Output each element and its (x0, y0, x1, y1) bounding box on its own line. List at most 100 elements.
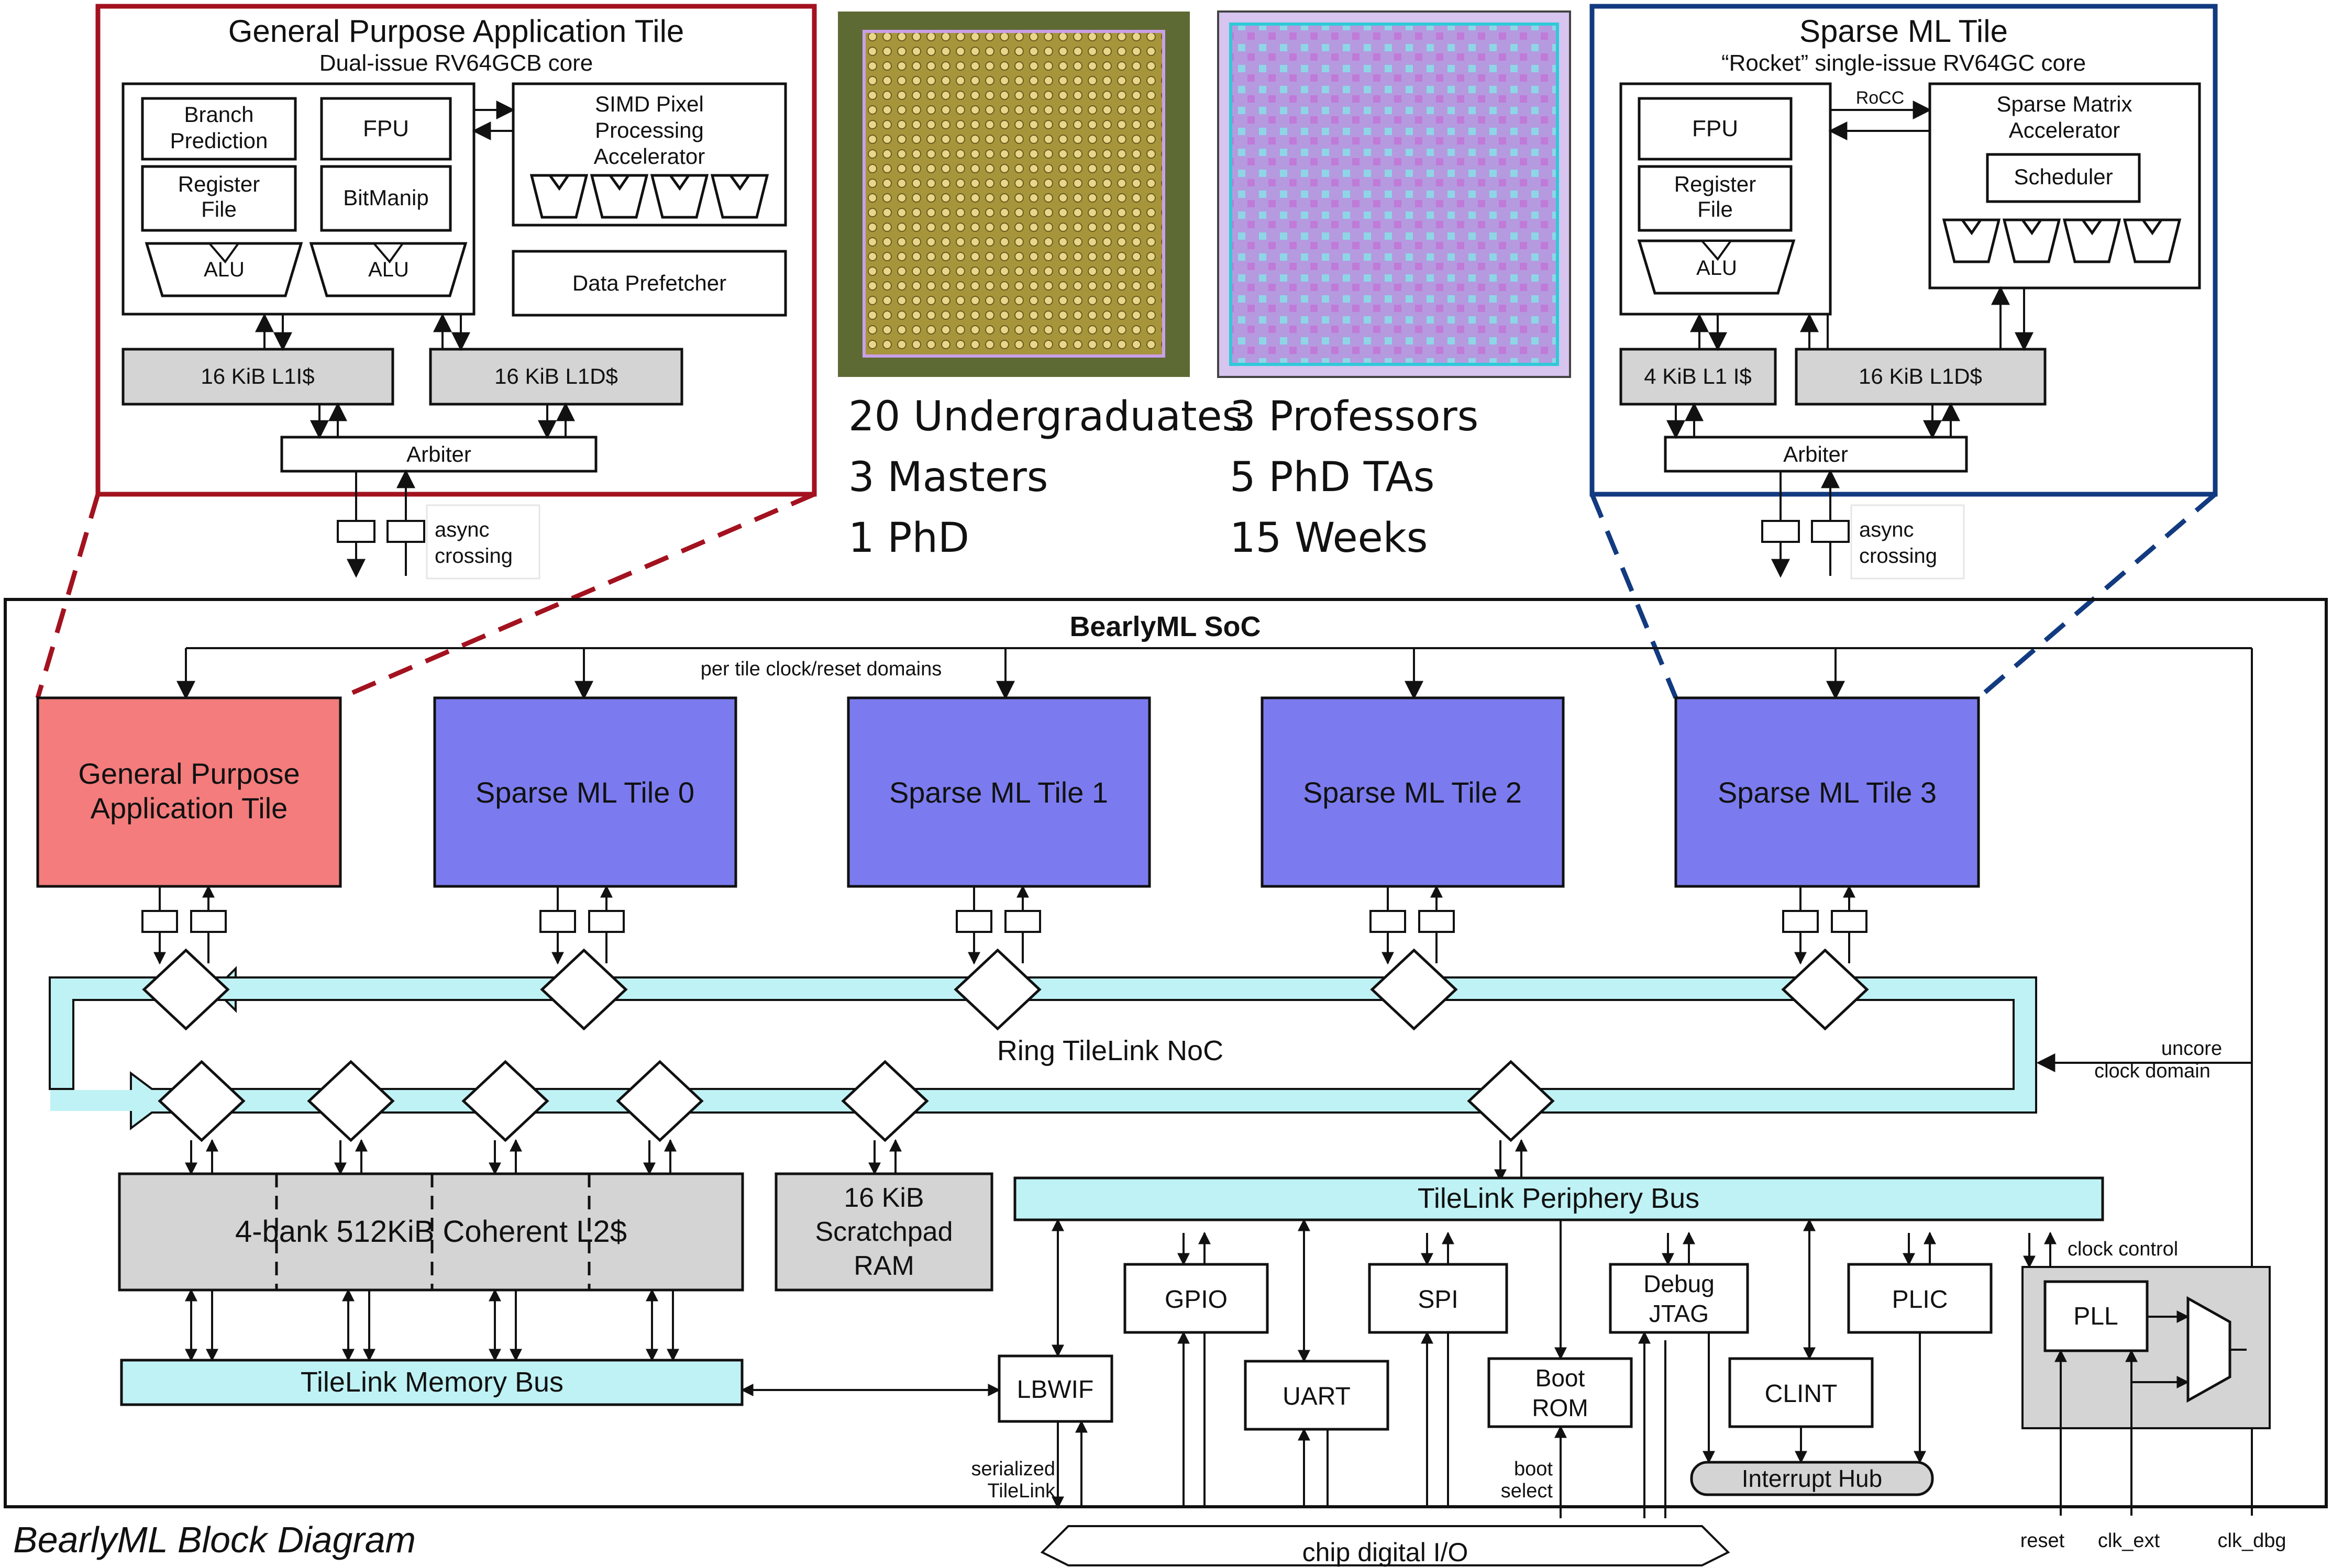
gp-regfile-label-0: Register (178, 172, 260, 196)
scratchpad-ram[interactable] (775, 1172, 993, 1292)
debug-jtag-block[interactable] (1609, 1263, 1749, 1334)
spi-label: SPI (1418, 1286, 1458, 1314)
clock-domain-label: per tile clock/reset domains (701, 658, 942, 680)
sparse-async-label-1: crossing (1859, 544, 1937, 568)
gp-application-tile[interactable] (36, 696, 342, 888)
chip-io-label: chip digital I/O (1302, 1538, 1468, 1567)
sparse-tile-2-label: Sparse ML Tile 2 (1303, 776, 1522, 809)
lbwif-block[interactable] (998, 1354, 1113, 1423)
sparse-fpu-label: FPU (1692, 116, 1738, 141)
sparse-accel-label-1: Accelerator (2009, 118, 2120, 142)
data-prefetcher-label: Data Prefetcher (572, 271, 726, 295)
gpio-label: GPIO (1165, 1286, 1228, 1314)
interrupt-hub-label: Interrupt Hub (1742, 1465, 1882, 1492)
pll-label: PLL (2073, 1303, 2118, 1330)
sparse-ml-tile-2[interactable] (1261, 696, 1565, 888)
sparse-ml-tile-3[interactable] (1674, 696, 1980, 888)
sparse-tile-1-label: Sparse ML Tile 1 (889, 776, 1108, 809)
figure-caption: BearlyML Block Diagram (13, 1519, 416, 1560)
branch-prediction-label-1: Prediction (170, 128, 268, 153)
sparse-tile-detail: Sparse ML Tile “Rocket” single-issue RV6… (1589, 4, 2218, 580)
sparse-alu-label: ALU (1696, 257, 1737, 280)
boot-rom-label-1: ROM (1532, 1394, 1588, 1421)
gp-tile-label-1: Application Tile (91, 792, 288, 825)
spi-block[interactable] (1368, 1263, 1508, 1334)
memory-bus-label: TileLink Memory Bus (301, 1366, 563, 1398)
noc-routers (142, 948, 1869, 1142)
stat-right-2: 15 Weeks (1230, 515, 1428, 562)
simd-label-1: Processing (595, 118, 704, 142)
sparse-detail-subtitle: “Rocket” single-issue RV64GC core (1721, 50, 2086, 76)
gp-tile-detail: General Purpose Application Tile Dual-is… (95, 4, 817, 580)
tilelink-memory-bus[interactable] (120, 1359, 744, 1406)
clock-mux (2186, 1296, 2231, 1403)
sparse-detail-frame (1589, 4, 2218, 497)
soc-frame (4, 598, 2328, 1508)
uncore-label-1: clock domain (2094, 1060, 2211, 1082)
die-photo-package (838, 12, 1190, 377)
plic-block[interactable] (1847, 1263, 1993, 1334)
boot-rom-label-0: Boot (1535, 1364, 1585, 1392)
gp-l1d-label: 16 KiB L1D$ (494, 364, 618, 388)
gpio-block[interactable] (1123, 1263, 1269, 1334)
sparse-l1i-label: 4 KiB L1 I$ (1644, 364, 1751, 388)
interrupt-hub[interactable] (1690, 1461, 1934, 1496)
stat-left-2: 1 PhD (848, 515, 969, 562)
clk-ext-label: clk_ext (2098, 1530, 2160, 1552)
sparse-l1d-label: 16 KiB L1D$ (1859, 364, 1982, 388)
gp-detail-subtitle: Dual-issue RV64GCB core (319, 50, 593, 76)
stat-left-0: 20 Undergraduates (848, 393, 1243, 440)
gp-detail-frame (95, 4, 817, 497)
boot-select-label-1: select (1501, 1480, 1553, 1502)
lbwif-label: LBWIF (1017, 1376, 1094, 1404)
scratchpad-label-1: Scratchpad (815, 1217, 953, 1247)
simd-label-2: Accelerator (594, 144, 705, 169)
plic-label: PLIC (1892, 1286, 1948, 1314)
sparse-tile-3-label: Sparse ML Tile 3 (1718, 776, 1937, 809)
gp-alu-label-0: ALU (204, 258, 245, 281)
sparse-detail-title: Sparse ML Tile (1799, 14, 2008, 49)
l2-label: 4-bank 512KiB Coherent L2$ (235, 1215, 627, 1249)
sparse-zoom-line-left (1589, 493, 1678, 699)
gp-l1i-label: 16 KiB L1I$ (201, 364, 314, 388)
scratchpad-label-2: RAM (854, 1251, 914, 1281)
bitmanip-label: BitManip (343, 185, 428, 210)
sparse-zoom-line-right (1977, 492, 2217, 700)
sparse-accel-label-0: Sparse Matrix (1996, 92, 2132, 116)
gp-tile-label-0: General Purpose (78, 757, 300, 790)
stat-left-1: 3 Masters (848, 454, 1048, 501)
scratchpad-label-0: 16 KiB (844, 1183, 924, 1213)
sparse-tile-0-label: Sparse ML Tile 0 (476, 776, 694, 809)
clint-label: CLINT (1765, 1380, 1838, 1408)
clint-block[interactable] (1728, 1357, 1874, 1428)
branch-prediction-label-0: Branch (184, 102, 253, 127)
sparse-ml-tile-1[interactable] (847, 696, 1151, 888)
gp-async-label-0: async (435, 518, 490, 541)
uart-block[interactable] (1244, 1360, 1389, 1431)
tilelink-periphery-bus[interactable] (1013, 1176, 2104, 1221)
simd-label-0: SIMD Pixel (595, 92, 704, 116)
clock-control-label: clock control (2068, 1238, 2178, 1260)
debug-jtag-label-0: Debug (1643, 1270, 1715, 1297)
soc-block: BearlyML SoC per tile clock/reset domain… (4, 598, 2328, 1552)
periphery-bus-label: TileLink Periphery Bus (1418, 1183, 1699, 1214)
stat-right-1: 5 PhD TAs (1230, 454, 1434, 501)
rocc-label: RoCC (1856, 88, 1905, 108)
gp-fpu-label: FPU (363, 116, 409, 141)
chip-digital-io (1040, 1525, 1730, 1566)
soc-title: BearlyML SoC (1069, 611, 1261, 642)
die-photo-layout (1217, 10, 1571, 378)
gp-async-label-1: crossing (435, 544, 513, 568)
gp-arbiter-label: Arbiter (406, 442, 471, 466)
sparse-arbiter-label: Arbiter (1783, 442, 1848, 466)
clk-dbg-label: clk_dbg (2218, 1530, 2286, 1552)
gp-alu-label-1: ALU (368, 258, 409, 281)
sparse-async-label-0: async (1859, 518, 1914, 541)
gp-regfile-label-1: File (201, 197, 237, 221)
noc-label: Ring TileLink NoC (997, 1035, 1223, 1066)
tile-async-crossings (141, 885, 1867, 965)
sparse-regfile-label-1: File (1697, 197, 1733, 221)
scheduler-label: Scheduler (2014, 164, 2113, 189)
sparse-ml-tile-0[interactable] (433, 696, 737, 888)
